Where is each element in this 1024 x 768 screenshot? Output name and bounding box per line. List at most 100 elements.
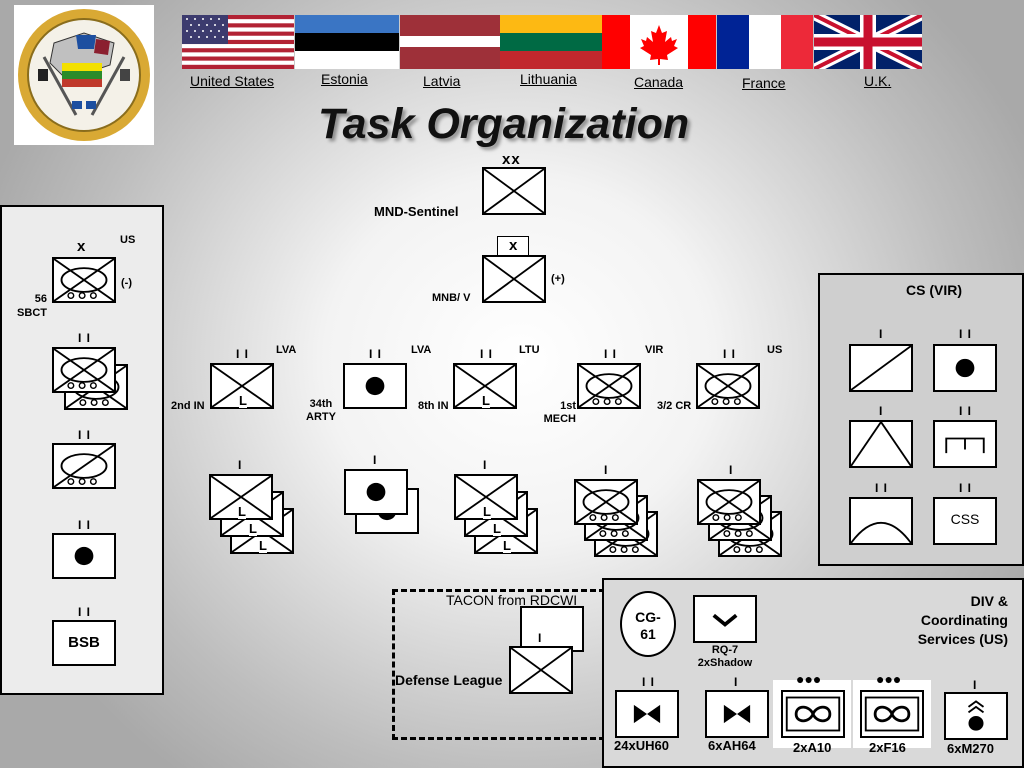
battalion-nation: VIR [645, 344, 664, 356]
battalion-name: 3/2 CR [657, 400, 692, 412]
battalion-echelon: I I [723, 347, 737, 361]
uk-flag-icon [811, 10, 925, 74]
cs-title: CS (VIR) [906, 282, 962, 298]
country-label[interactable]: Canada [634, 74, 684, 90]
company-echelon: I [729, 463, 734, 477]
country-label[interactable]: Estonia [321, 71, 368, 87]
brigade-label: MNB/ V [432, 292, 471, 304]
battalion-echelon: I I [604, 347, 618, 361]
brigade-hq-symbol[interactable] [482, 255, 546, 303]
battalion-echelon: I I [480, 347, 494, 361]
m270-rocket-symbol[interactable] [944, 692, 1008, 740]
asset-echelon: ●●● [796, 671, 822, 687]
sbct-nation: US [120, 234, 136, 246]
battalion-name: 1st MECH [543, 400, 576, 425]
cs-echelon: I [879, 404, 884, 418]
uav-shadow-symbol[interactable] [693, 595, 757, 643]
page-title: Task Organization [318, 100, 690, 148]
brigade-modifier: (+) [551, 273, 565, 285]
cs-echelon: I I [959, 404, 973, 418]
bsb-symbol[interactable]: BSB [52, 620, 116, 666]
division-hq-symbol[interactable] [482, 167, 546, 215]
css-symbol[interactable]: CSS [933, 497, 997, 545]
battalion-34th-arty-symbol[interactable] [343, 363, 407, 409]
cg-61-symbol[interactable]: CG- 61 [620, 591, 676, 657]
sbct-artillery-symbol[interactable] [52, 533, 116, 579]
ah64-aviation-symbol[interactable] [705, 690, 769, 738]
uav-shadow-label: RQ-7 2xShadow [697, 644, 753, 669]
css-label: CSS [950, 511, 980, 527]
brigade-echelon-box: x [497, 236, 529, 256]
engineer-symbol[interactable] [933, 420, 997, 468]
sbct-sub-echelon: I I [78, 428, 92, 442]
battery-symbol[interactable] [344, 469, 408, 515]
canada-flag-icon [602, 15, 716, 69]
battalion-nation: LTU [519, 344, 540, 356]
country-label[interactable]: Latvia [423, 73, 461, 89]
defense-league-label: Defense League [395, 672, 503, 688]
company-echelon: I [238, 458, 243, 472]
defense-league-symbol-back [520, 606, 584, 652]
asset-label: 2xA10 [793, 740, 832, 755]
battalion-2nd-in-symbol[interactable]: L [210, 363, 274, 409]
country-label[interactable]: United States [190, 73, 275, 89]
company-symbol[interactable]: L [454, 474, 518, 520]
sbct-sub-echelon: I I [78, 518, 92, 532]
defense-league-symbol[interactable] [509, 646, 573, 694]
brigade-echelon: x [509, 237, 518, 254]
division-echelon: xx [502, 151, 521, 168]
a10-aircraft-symbol[interactable] [781, 690, 845, 738]
battalion-nation: US [767, 344, 783, 356]
battalion-name: 2nd IN [171, 400, 205, 412]
stryker-cavalry-symbol[interactable] [52, 443, 116, 489]
cs-echelon: I [879, 327, 884, 341]
asset-label: 2xF16 [869, 740, 906, 755]
company-echelon: I [604, 463, 609, 477]
us-flag-icon [182, 15, 294, 69]
cs-echelon: I I [875, 481, 889, 495]
light-indicator: L [493, 521, 501, 536]
light-indicator: L [239, 393, 247, 408]
battalion-3-2-cr-symbol[interactable] [696, 363, 760, 409]
battalion-8th-in-symbol[interactable]: L [453, 363, 517, 409]
light-indicator: L [482, 393, 490, 408]
company-symbol[interactable]: L [209, 474, 273, 520]
country-label[interactable]: Lithuania [520, 71, 577, 87]
saber-strike-emblem-icon [14, 5, 154, 145]
armor-recon-symbol[interactable] [849, 344, 913, 392]
battalion-nation: LVA [411, 344, 432, 356]
light-indicator: L [259, 538, 267, 553]
stryker-infantry-symbol[interactable] [52, 347, 116, 393]
div-title: DIV & Coordinating Services (US) [917, 593, 1008, 647]
light-indicator: L [503, 538, 511, 553]
france-flag-icon [717, 15, 813, 69]
asset-echelon: I I [642, 675, 656, 689]
country-label[interactable]: France [742, 75, 786, 91]
company-symbol[interactable] [574, 479, 638, 525]
estonia-flag-icon [295, 15, 399, 69]
cs-artillery-symbol[interactable] [933, 344, 997, 392]
bsb-label: BSB [68, 634, 100, 651]
company-echelon: I [483, 458, 488, 472]
asset-echelon: ●●● [876, 671, 902, 687]
company-symbol[interactable] [697, 479, 761, 525]
battalion-echelon: I I [236, 347, 250, 361]
sbct-echelon: x [77, 238, 87, 255]
cs-echelon: I I [959, 327, 973, 341]
sbct-sub-echelon: I I [78, 331, 92, 345]
air-defense-symbol[interactable] [849, 420, 913, 468]
light-indicator: L [249, 521, 257, 536]
light-indicator: L [483, 504, 491, 519]
sbct-modifier: (-) [121, 277, 132, 289]
sbct-symbol[interactable] [52, 257, 116, 303]
f16-aircraft-symbol[interactable] [860, 690, 924, 738]
cg-61-label: CG- 61 [635, 609, 661, 642]
signal-symbol[interactable] [849, 497, 913, 545]
asset-echelon: I [973, 678, 978, 692]
uh60-aviation-symbol[interactable] [615, 690, 679, 738]
country-label[interactable]: U.K. [864, 73, 892, 89]
battalion-name: 8th IN [418, 400, 449, 412]
battalion-nation: LVA [276, 344, 297, 356]
battalion-1st-mech-symbol[interactable] [577, 363, 641, 409]
light-indicator: L [238, 504, 246, 519]
